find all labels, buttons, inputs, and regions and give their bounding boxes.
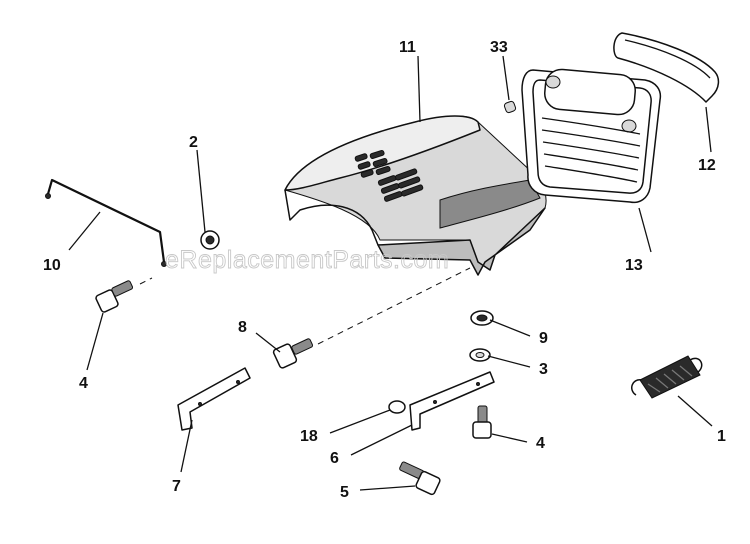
part-2-nut <box>200 230 220 250</box>
part-33-plug <box>503 100 517 114</box>
assembly-dash-line <box>317 267 471 345</box>
callout-9: 9 <box>539 330 548 347</box>
part-11-hood <box>284 115 547 276</box>
leader-lines <box>68 55 713 491</box>
part-8-bolt <box>272 338 314 369</box>
callout-13: 13 <box>625 257 643 274</box>
part-18-washer <box>388 400 406 414</box>
callout-8: 8 <box>238 319 247 336</box>
part-3-washer <box>469 348 491 362</box>
callout-5: 5 <box>340 484 349 501</box>
callout-3: 3 <box>539 361 548 378</box>
callout-4-left: 4 <box>79 375 88 392</box>
part-1-spring <box>631 355 703 399</box>
callout-1: 1 <box>717 428 726 445</box>
callout-7: 7 <box>172 478 181 495</box>
callout-11: 11 <box>399 39 416 56</box>
callout-10: 10 <box>43 257 61 274</box>
callout-6: 6 <box>330 450 339 467</box>
part-10-rod <box>45 178 167 267</box>
part-7-bracket <box>177 367 251 431</box>
part-5-bolt <box>399 461 441 496</box>
part-12-trim <box>613 32 720 103</box>
part-4-bolt-left <box>95 280 134 313</box>
part-6-bracket <box>409 371 495 431</box>
part-4-bolt-right <box>472 405 492 439</box>
callout-18: 18 <box>300 428 318 445</box>
callout-12: 12 <box>698 157 716 174</box>
callout-labels: 11 33 12 13 2 10 4 8 9 3 1 4 18 6 7 5 <box>43 39 726 501</box>
part-9-nut <box>470 310 494 326</box>
grille-slats <box>541 117 641 183</box>
assembly-dash-line-2 <box>139 277 153 285</box>
callout-4-right: 4 <box>536 435 545 452</box>
part-13-grille <box>521 68 662 204</box>
callout-2: 2 <box>189 134 198 151</box>
watermark-text: eReplacementParts.com <box>165 246 449 274</box>
hood-vents <box>354 149 424 202</box>
callout-33: 33 <box>490 39 508 56</box>
